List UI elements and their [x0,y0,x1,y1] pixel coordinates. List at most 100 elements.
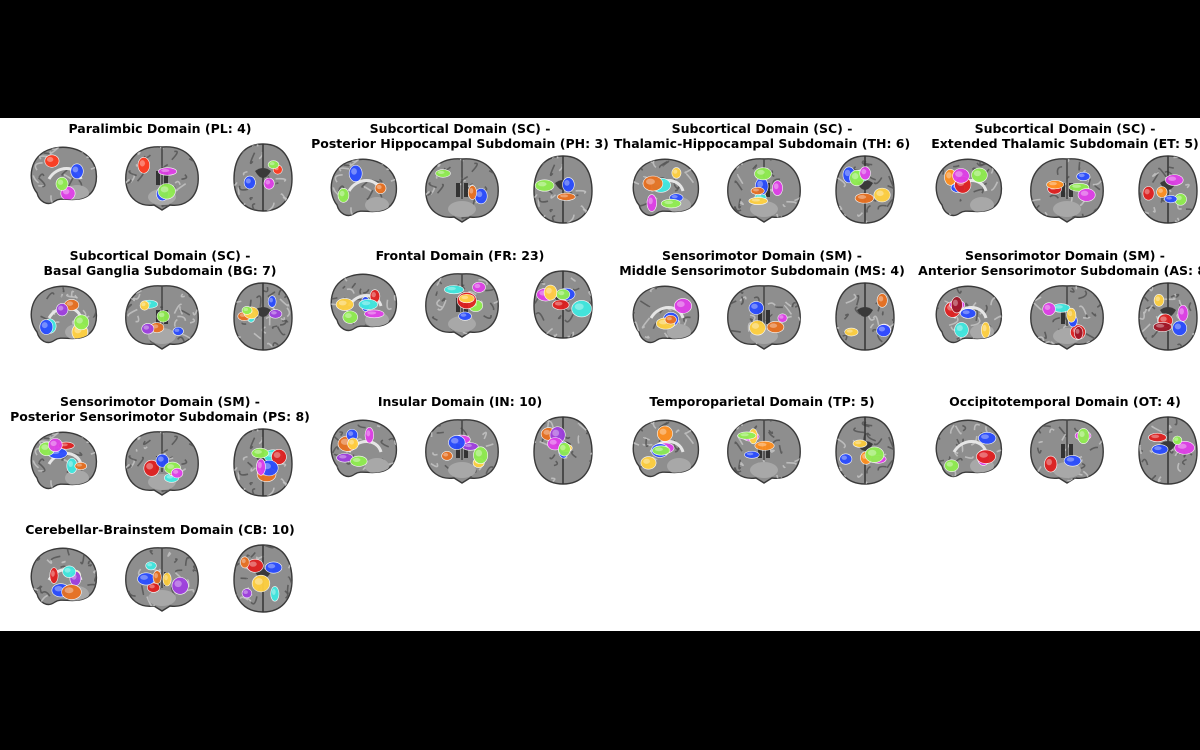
domain-panel-cb: Cerebellar-Brainstem Domain (CB: 10) [10,522,310,631]
panel-title-line: Posterior Hippocampal Subdomain (PH: 3) [311,135,609,151]
panel-title-line: Posterior Sensorimotor Subdomain (PS: 8) [10,408,310,424]
activation-blob [56,303,69,317]
domain-panel-fr: Frontal Domain (FR: 23) [310,248,610,377]
sagittal-brain-view [328,269,398,339]
domain-panel-ph: Subcortical Domain (SC) -Posterior Hippo… [310,121,610,250]
activation-blob [171,577,189,595]
activation-blob [44,154,60,168]
sagittal-brain-view [933,154,1003,224]
activation-blob [444,285,464,295]
domain-panel-ms: Sensorimotor Domain (SM) -Middle Sensori… [612,248,912,377]
panel-title-line: Frontal Domain (FR: 23) [375,248,545,263]
activation-blob [557,192,576,201]
activation-blob [1073,326,1084,340]
activation-blob [864,446,885,463]
sagittal-brain-view [28,427,98,497]
activation-blob [39,319,54,335]
activation-blob [243,175,256,190]
activation-blob [660,198,682,209]
axial-brain-view [532,269,594,339]
activation-blob [141,323,155,335]
activation-blob [976,449,996,464]
activation-blob [750,186,765,195]
activation-blob [978,431,997,445]
activation-blob [1044,455,1058,473]
activation-blob [473,446,489,465]
figure-canvas: Paralimbic Domain (PL: 4)Subcortical Dom… [0,118,1200,631]
brain-views [915,154,1200,224]
coronal-brain-view [122,543,202,613]
activation-blob [147,582,161,593]
brain-views [310,154,610,224]
panel-title: Sensorimotor Domain (SM) -Anterior Senso… [915,248,1200,278]
activation-blob [854,193,875,204]
axial-brain-view [1137,154,1199,224]
activation-blob [241,306,253,315]
panel-title-line: Thalamic-Hippocampal Subdomain (TH: 6) [613,135,911,151]
activation-blob [70,163,84,180]
activation-blob [55,177,69,191]
activation-blob [448,435,466,450]
panel-title: Occipitotemporal Domain (OT: 4) [915,394,1200,410]
axial-brain-view [232,281,294,351]
activation-blob [876,324,891,337]
brain-views [612,154,912,224]
activation-blob [240,556,250,569]
activation-blob [954,322,969,338]
activation-blob [364,309,385,319]
activation-blob [358,299,378,310]
panel-title: Cerebellar-Brainstem Domain (CB: 10) [10,522,310,538]
domain-panel-ps: Sensorimotor Domain (SM) -Posterior Sens… [10,394,310,523]
activation-blob [960,308,977,319]
activation-blob [435,169,451,178]
activation-blob [1142,186,1155,201]
activation-blob [158,167,177,176]
activation-blob [342,310,358,324]
domain-panel-in: Insular Domain (IN: 10) [310,394,610,523]
activation-blob [1153,293,1165,307]
axial-brain-view [834,281,896,351]
activation-blob [270,586,280,602]
brain-views [612,281,912,351]
activation-blob [49,567,59,584]
activation-blob [754,440,775,451]
activation-blob [1172,435,1183,445]
panel-title-line: Subcortical Domain (SC) - [671,121,853,136]
activation-blob [458,293,475,304]
axial-brain-view [1137,281,1199,351]
activation-blob [772,180,783,196]
coronal-brain-view [1027,154,1107,224]
activation-blob [1076,171,1091,181]
coronal-brain-view [122,427,202,497]
sagittal-brain-view [328,415,398,485]
activation-blob [268,309,283,319]
brain-views [612,415,912,485]
panel-title-line: Sensorimotor Domain (SM) - [965,248,1165,263]
panel-title: Paralimbic Domain (PL: 4) [10,121,310,137]
panel-title-line: Subcortical Domain (SC) - [69,248,251,263]
activation-blob [1174,441,1195,455]
activation-blob [156,310,170,323]
activation-blob [646,194,657,212]
coronal-brain-view [724,154,804,224]
sagittal-brain-view [328,154,398,224]
panel-title: Frontal Domain (FR: 23) [310,248,610,264]
axial-brain-view [232,427,294,497]
coronal-brain-view [422,415,502,485]
panel-title-line: Subcortical Domain (SC) - [369,121,551,136]
axial-brain-view [532,154,594,224]
activation-blob [1177,304,1189,322]
activation-blob [348,164,363,183]
domain-panel-ot: Occipitotemporal Domain (OT: 4) [915,394,1200,523]
activation-blob [337,188,350,203]
activation-blob [737,431,757,440]
activation-blob [777,313,788,323]
activation-blob [155,453,170,468]
axial-brain-view [1137,415,1199,485]
panel-title-line: Anterior Sensorimotor Subdomain (AS: 8) [918,262,1200,278]
activation-blob [143,459,160,477]
activation-blob [62,565,77,578]
coronal-brain-view [122,281,202,351]
activation-blob [171,467,184,479]
activation-blob [950,296,963,314]
